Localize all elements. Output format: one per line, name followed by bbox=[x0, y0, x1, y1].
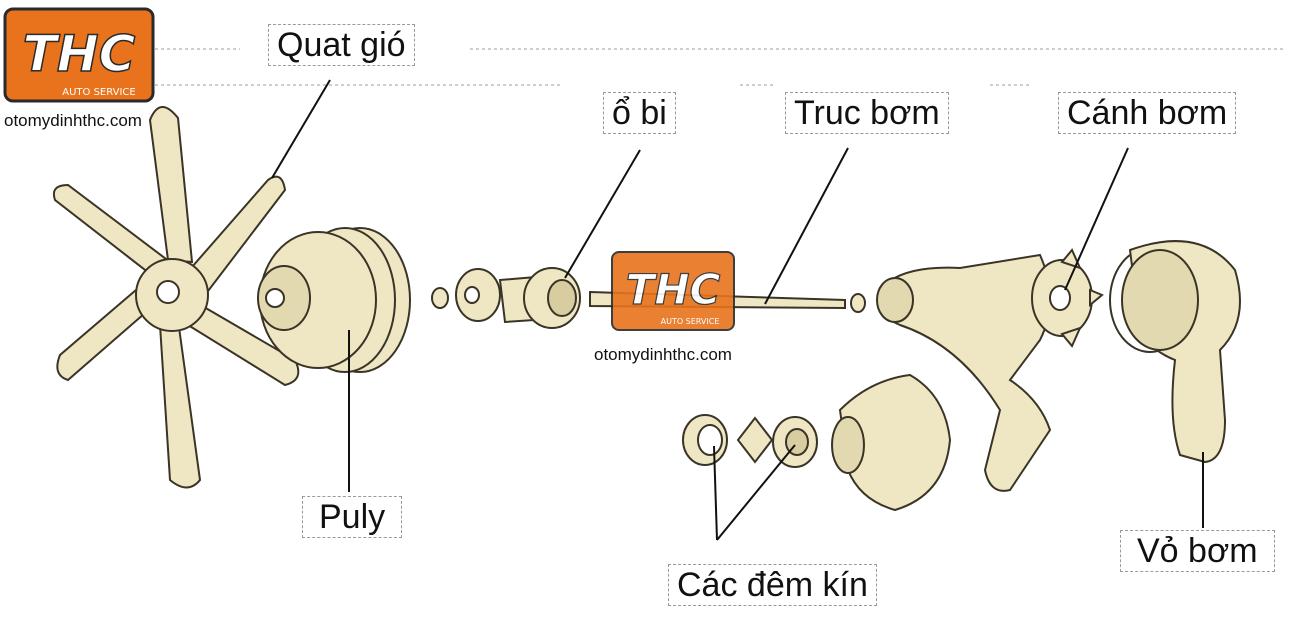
label-impeller: Cánh bơm bbox=[1058, 92, 1237, 134]
fan-drawing bbox=[52, 106, 300, 489]
impeller-drawing bbox=[1031, 248, 1104, 348]
logo-text: THC bbox=[23, 25, 136, 83]
bearing-drawing bbox=[498, 267, 581, 329]
watermark-logo-subtext: AUTO SERVICE bbox=[661, 317, 720, 326]
brand-logo: THC AUTO SERVICE bbox=[3, 7, 155, 103]
label-seals: Các đêm kín bbox=[668, 564, 877, 606]
guide-lines bbox=[5, 48, 1285, 86]
logo-mark: THC AUTO SERVICE bbox=[3, 7, 155, 103]
watermark-logo-mark: THC AUTO SERVICE bbox=[611, 251, 735, 331]
watermark-website-text: otomydinhthc.com bbox=[594, 345, 732, 364]
label-pulley: Puly bbox=[302, 496, 403, 538]
pump-body-drawing bbox=[876, 253, 1052, 492]
logo-subtext: AUTO SERVICE bbox=[62, 87, 135, 98]
leader-lines bbox=[271, 79, 1204, 541]
label-fan: Quat gió bbox=[268, 24, 415, 66]
label-bearing: ổ bi bbox=[603, 92, 676, 134]
impeller-detail-drawing bbox=[831, 373, 952, 512]
pulley-drawing bbox=[257, 227, 411, 373]
watermark-logo: THC AUTO SERVICE bbox=[610, 250, 736, 332]
label-shaft: Truc bơm bbox=[785, 92, 949, 134]
hub-drawing bbox=[431, 268, 501, 322]
website-text: otomydinhthc.com bbox=[4, 111, 142, 130]
label-housing: Vỏ bơm bbox=[1120, 530, 1275, 572]
watermark-logo-text: THC bbox=[626, 265, 721, 314]
seals-drawing bbox=[682, 414, 818, 468]
housing-cover-drawing bbox=[1109, 240, 1241, 464]
